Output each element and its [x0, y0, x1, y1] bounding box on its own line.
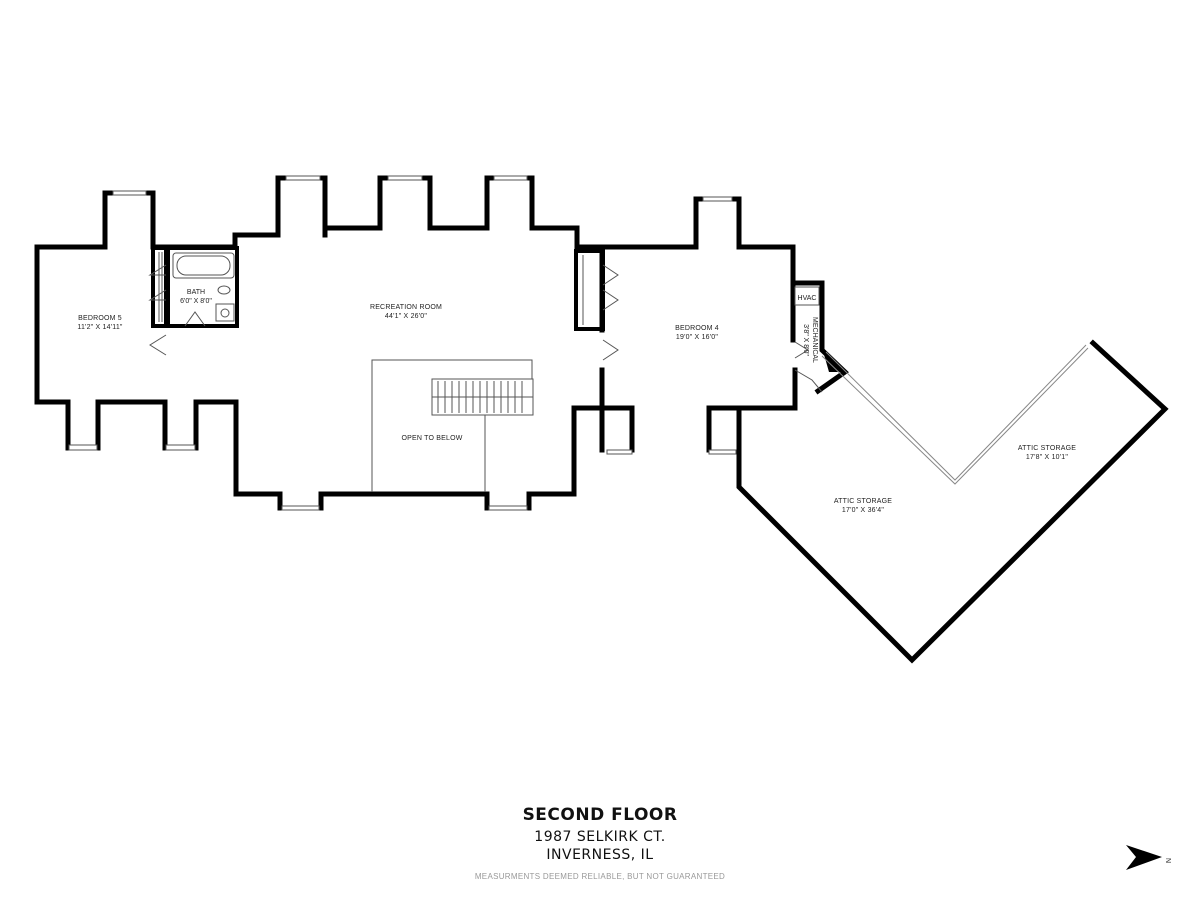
disclaimer: MEASURMENTS DEEMED RELIABLE, BUT NOT GUA…	[474, 872, 726, 881]
attic-storage-1-size: 17'0" X 36'4"	[842, 507, 884, 514]
doors	[148, 264, 823, 393]
floor-title: SECOND FLOOR	[522, 805, 678, 825]
window	[165, 444, 196, 451]
door-swing	[148, 289, 167, 301]
bath-size: 6'0" X 8'0"	[180, 298, 212, 305]
disclaimer-block: MEASURMENTS DEEMED RELIABLE, BUT NOT GUA…	[0, 872, 1200, 881]
window	[281, 505, 320, 511]
window	[387, 175, 423, 181]
windows	[68, 175, 737, 511]
hvac-label: HVAC	[798, 295, 817, 302]
window	[112, 190, 147, 196]
sink	[220, 308, 230, 318]
bedroom-4-walls	[599, 244, 798, 453]
bedroom-5-name: BEDROOM 5	[78, 315, 122, 322]
recreation-room-walls	[322, 175, 796, 286]
bath-name: BATH	[187, 289, 205, 296]
mechanical-name: MECHANICAL	[811, 317, 818, 363]
attic-knee-walls	[821, 344, 1089, 485]
recreation-room-size: 44'1" X 26'0"	[385, 313, 427, 320]
mechanical-chase	[823, 351, 845, 372]
bedroom-4-name: BEDROOM 4	[675, 325, 719, 332]
floor-title-block: SECOND FLOOR	[0, 805, 1200, 825]
window	[488, 505, 528, 511]
attic-storage-2-name: ATTIC STORAGE	[1018, 445, 1076, 452]
open-to-below-label: OPEN TO BELOW	[401, 435, 462, 442]
bedroom-5-size: 11'2" X 14'11"	[77, 324, 123, 331]
door-swing	[794, 341, 809, 359]
closets	[151, 246, 605, 331]
address-line-1: 1987 SELKIRK CT.	[534, 829, 666, 845]
attic-storage-1-name: ATTIC STORAGE	[834, 498, 892, 505]
stair-treads	[432, 381, 533, 413]
door-swing	[602, 339, 619, 361]
hvac-unit	[794, 286, 820, 306]
address-line-2: INVERNESS, IL	[546, 847, 654, 863]
door-swing	[602, 264, 619, 286]
bath-walls	[166, 246, 239, 328]
mechanical-label-group: MECHANICAL 3'8" X 8'0"	[802, 317, 818, 363]
bedroom-4-size: 19'0" X 16'0"	[676, 334, 718, 341]
door-swing	[794, 369, 823, 393]
recreation-room-name: RECREATION ROOM	[370, 304, 442, 311]
bathtub	[172, 252, 235, 279]
bedroom-5-walls	[34, 175, 605, 511]
open-to-below	[371, 359, 534, 492]
bath-fixtures	[166, 246, 239, 328]
window	[68, 444, 98, 451]
window	[493, 175, 528, 181]
window	[285, 175, 321, 181]
closet-bedroom-4	[574, 249, 605, 331]
door-swing	[149, 334, 167, 356]
north-arrow-icon: N	[1126, 845, 1171, 870]
north-label: N	[1164, 858, 1171, 863]
address-line-2-block: INVERNESS, IL	[0, 847, 1200, 863]
window	[708, 449, 737, 455]
attic-storage-walls	[736, 339, 1169, 664]
door-swing	[602, 289, 619, 311]
window	[702, 196, 733, 202]
bathtub-basin	[176, 255, 231, 276]
sink-vanity	[215, 303, 235, 322]
address-line-1-block: 1987 SELKIRK CT.	[0, 829, 1200, 845]
window	[606, 449, 633, 455]
door-swing	[184, 311, 206, 327]
attic-storage-2-size: 17'8" X 10'1"	[1026, 454, 1068, 461]
door-swing	[148, 264, 167, 276]
mechanical-size: 3'8" X 8'0"	[802, 324, 809, 356]
toilet	[217, 285, 231, 295]
mechanical-room-walls	[790, 280, 849, 395]
